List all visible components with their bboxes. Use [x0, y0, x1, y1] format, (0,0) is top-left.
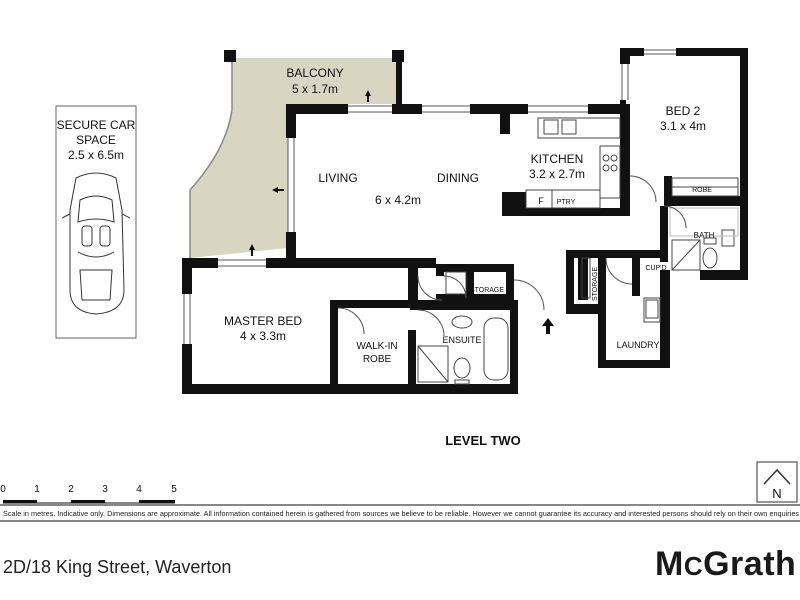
bed2-dims: 3.1 x 4m	[660, 119, 706, 133]
cupd-label: CUP'D	[645, 265, 666, 272]
storage-label-b: STORAGE	[592, 267, 599, 301]
north-compass-icon: N	[756, 461, 798, 503]
balcony-label: BALCONY	[286, 66, 343, 80]
scale-bar: 0 1 2 3 4 5	[0, 484, 177, 504]
car-space-label-2: SPACE	[76, 133, 116, 147]
robe-label: ROBE	[692, 187, 712, 194]
car-space-dims: 2.5 x 6.5m	[68, 148, 124, 162]
property-address: 2D/18 King Street, Waverton	[3, 557, 232, 577]
fixtures	[417, 117, 739, 385]
bath-label: BATH	[694, 231, 715, 240]
living-label: LIVING	[318, 171, 357, 185]
walls	[182, 48, 748, 394]
laundry-label: LAUNDRY	[617, 340, 660, 350]
walk-in-robe-label-2: ROBE	[363, 354, 392, 365]
disclaimer-text: Scale in metres. Indicative only. Dimens…	[3, 509, 800, 518]
scale-tick-1: 1	[34, 484, 40, 495]
balcony-dims: 5 x 1.7m	[292, 82, 338, 96]
pantry-label: PTRY	[557, 199, 576, 206]
balcony-area	[190, 58, 400, 258]
car-space-label-1: SECURE CAR	[57, 118, 136, 132]
fridge-label: F	[538, 196, 544, 206]
scale-tick-0: 0	[0, 484, 6, 495]
compass-letter: N	[772, 486, 781, 501]
kitchen-label: KITCHEN	[531, 152, 584, 166]
car-icon	[61, 172, 131, 315]
walk-in-robe-label-1: WALK-IN	[356, 341, 397, 352]
logo-letter-m: M	[655, 545, 684, 583]
car-space	[55, 105, 137, 339]
balcony-arrows	[249, 90, 371, 256]
storage-label-a: STORAGE	[470, 287, 504, 294]
scale-tick-4: 4	[136, 484, 142, 495]
doors	[337, 175, 687, 337]
scale-tick-2: 2	[68, 484, 74, 495]
bed2-label: BED 2	[666, 104, 701, 118]
master-bed-dims: 4 x 3.3m	[240, 329, 286, 343]
agency-logo: MCGrath	[655, 545, 796, 584]
living-dining-dims: 6 x 4.2m	[375, 193, 421, 207]
dining-label: DINING	[437, 171, 479, 185]
master-bed-label: MASTER BED	[224, 314, 302, 328]
scale-tick-5: 5	[171, 484, 177, 495]
logo-rest: Grath	[703, 545, 797, 583]
scale-tick-3: 3	[102, 484, 108, 495]
ensuite-label: ENSUITE	[442, 335, 481, 345]
level-label: LEVEL TWO	[445, 433, 521, 448]
logo-letter-c: C	[683, 551, 704, 581]
kitchen-dims: 3.2 x 2.7m	[529, 167, 585, 181]
windows	[183, 49, 676, 344]
entry-arrow	[542, 318, 554, 334]
